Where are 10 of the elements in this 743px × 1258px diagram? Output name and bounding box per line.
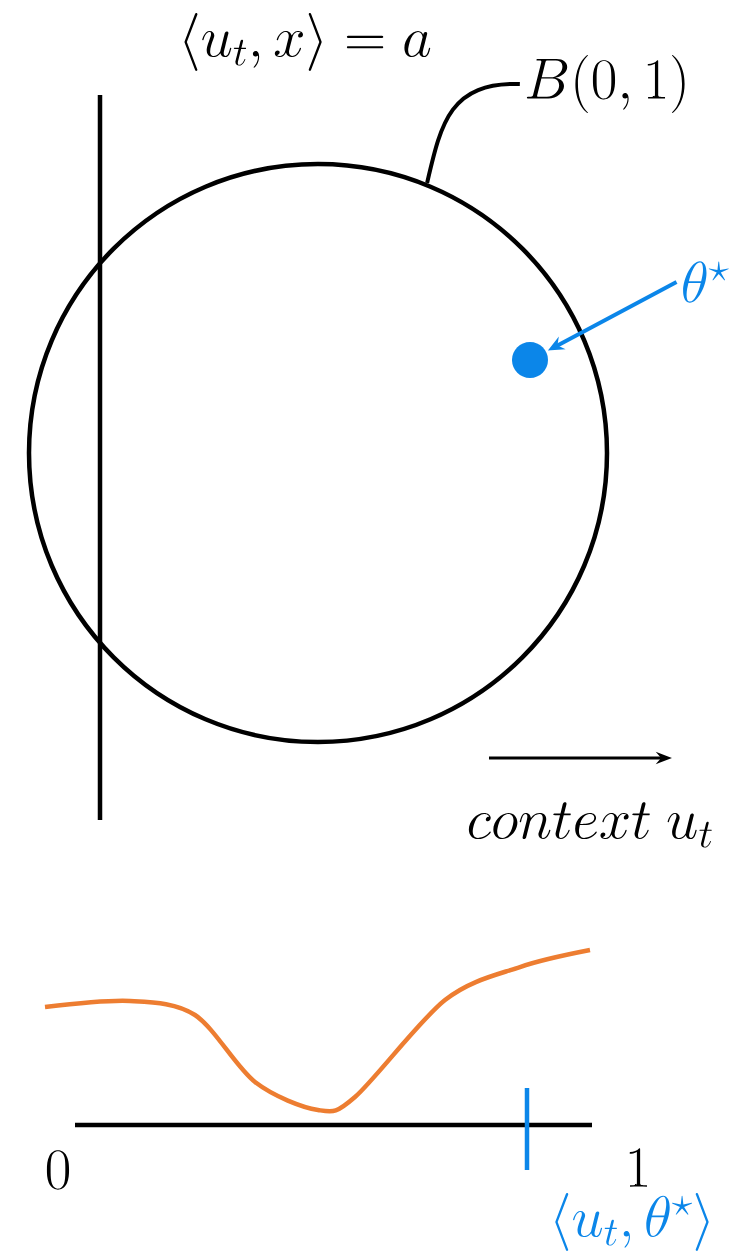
point-dot [512,342,548,378]
point-label: $\theta^\star$ [683,261,729,303]
equation-label: $\langle u_t, x\rangle = a$ [184,13,431,71]
text-label: $B(0,1)$ [526,55,685,113]
tick-label: $1$ [629,1148,647,1187]
leader-line [425,82,520,184]
axis-label: $context\ u_t$ [468,802,712,848]
tick-label: $\langle u_t, \theta^\star\rangle$ [555,1193,709,1251]
tick-label: $0$ [46,1150,70,1190]
ball-circle [26,161,610,745]
